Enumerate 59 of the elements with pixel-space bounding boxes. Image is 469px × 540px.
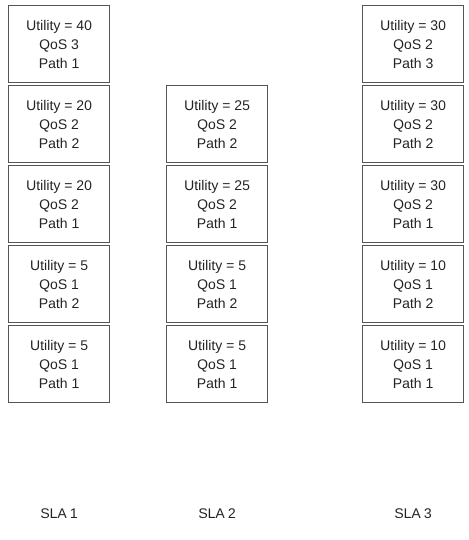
cell-text: Path 1 (196, 374, 238, 392)
cell-text: Utility = 20 (26, 96, 92, 114)
cell-text: Path 2 (196, 294, 238, 312)
cell-text: Utility = 5 (30, 256, 88, 274)
table-cell (8, 165, 110, 243)
cell-text: Path 1 (392, 214, 434, 232)
cell-text: QoS 1 (39, 354, 79, 374)
table-cell (166, 85, 268, 163)
cell-text: Path 1 (392, 374, 434, 392)
cell-text: QoS 2 (39, 114, 79, 134)
cell-text: Utility = 5 (188, 256, 246, 274)
cell-text: Utility = 10 (380, 336, 446, 354)
cell-text: Utility = 30 (380, 176, 446, 194)
cell-text: Utility = 5 (30, 336, 88, 354)
cell-text: QoS 2 (197, 114, 237, 134)
table-cell (8, 325, 110, 403)
table-cell (362, 325, 464, 403)
cell-text: Path 1 (38, 374, 80, 392)
cell-text: Path 2 (196, 134, 238, 152)
column-label: SLA 3 (393, 505, 433, 521)
cell-text: Utility = 25 (184, 96, 250, 114)
cell-text: Utility = 25 (184, 176, 250, 194)
cell-text: Path 2 (392, 294, 434, 312)
cell-text: Utility = 5 (188, 336, 246, 354)
cell-text: QoS 1 (393, 354, 433, 374)
cell-text: QoS 2 (39, 194, 79, 214)
cell-text: Utility = 20 (26, 176, 92, 194)
table-cell (166, 165, 268, 243)
cell-text: QoS 2 (197, 194, 237, 214)
cell-text: Path 1 (38, 214, 80, 232)
table-cell (362, 245, 464, 323)
cell-text: Path 2 (38, 294, 80, 312)
table-cell (362, 5, 464, 83)
cell-text: Path 1 (196, 214, 238, 232)
cell-text: Utility = 30 (380, 16, 446, 34)
table-cell (362, 165, 464, 243)
cell-text: QoS 1 (197, 274, 237, 294)
cell-text: Path 2 (392, 134, 434, 152)
table-cell (8, 85, 110, 163)
cell-text: QoS 2 (393, 34, 433, 54)
cell-text: Utility = 10 (380, 256, 446, 274)
cell-text: QoS 2 (393, 114, 433, 134)
cell-text: QoS 1 (393, 274, 433, 294)
cell-text: Path 3 (392, 54, 434, 72)
cell-text: QoS 1 (39, 274, 79, 294)
table-cell (8, 245, 110, 323)
cell-text: Utility = 30 (380, 96, 446, 114)
table-cell (362, 85, 464, 163)
cell-text: QoS 3 (39, 34, 79, 54)
cell-text: QoS 1 (197, 354, 237, 374)
table-cell (166, 325, 268, 403)
cell-text: QoS 2 (393, 194, 433, 214)
cell-text: Utility = 40 (26, 16, 92, 34)
column-label: SLA 1 (39, 505, 79, 521)
cell-text: Path 2 (38, 134, 80, 152)
table-cell (166, 245, 268, 323)
cell-text: Path 1 (38, 54, 80, 72)
column-label: SLA 2 (197, 505, 237, 521)
table-cell (8, 5, 110, 83)
